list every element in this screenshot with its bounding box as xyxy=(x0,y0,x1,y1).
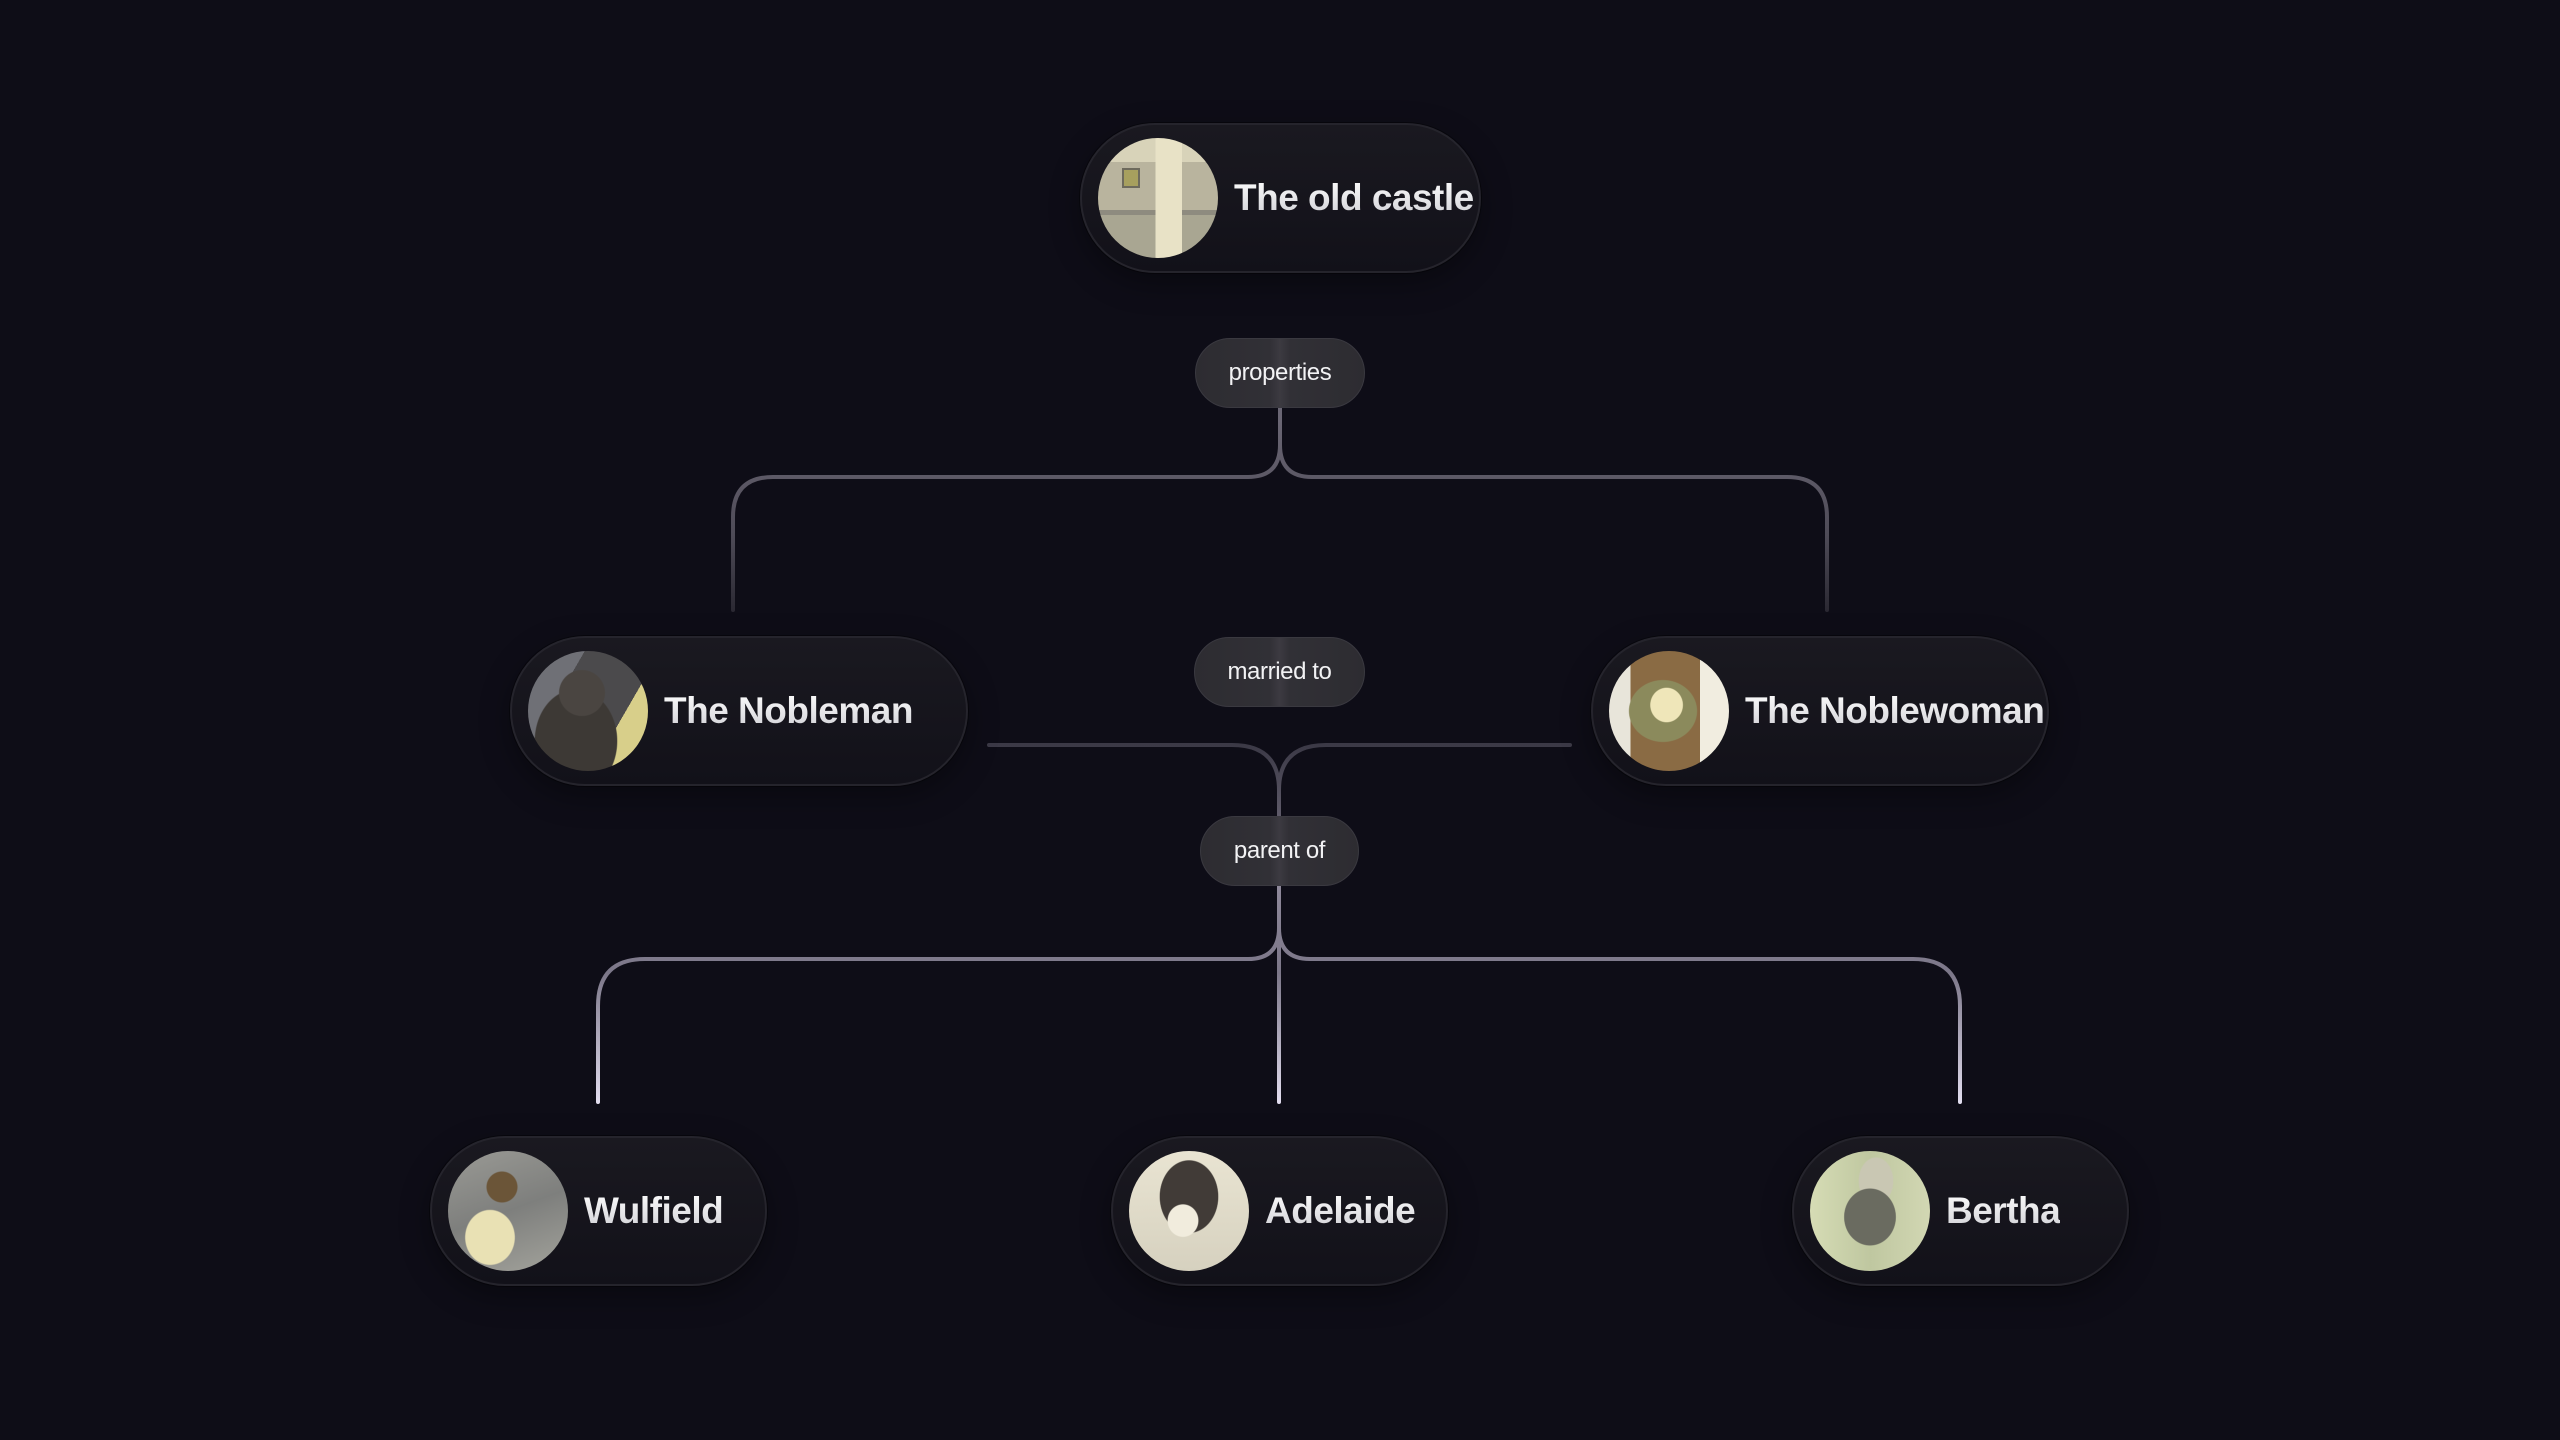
properties-branch-left xyxy=(731,406,1282,612)
properties-branch-right xyxy=(1278,406,1829,612)
node-label: Bertha xyxy=(1946,1190,2061,1231)
child-branch-left xyxy=(596,884,1281,1104)
node-noblewoman[interactable]: The Noblewoman xyxy=(1591,636,2049,786)
parent-join-left xyxy=(987,743,1281,818)
castle-avatar-image xyxy=(1098,138,1218,258)
node-label: Wulfield xyxy=(584,1190,724,1231)
node-adelaide[interactable]: Adelaide xyxy=(1111,1136,1448,1286)
edge-label-married-to[interactable]: married to xyxy=(1194,637,1365,707)
node-label: Adelaide xyxy=(1265,1190,1416,1231)
edge-label-parent-of[interactable]: parent of xyxy=(1200,816,1359,886)
adelaide-avatar-image xyxy=(1129,1151,1249,1271)
node-old-castle[interactable]: The old castle xyxy=(1080,123,1481,273)
child-branch-right xyxy=(1277,884,1962,1104)
nobleman-avatar-image xyxy=(528,651,648,771)
node-label: The old castle xyxy=(1234,177,1474,218)
edge-label-properties[interactable]: properties xyxy=(1195,338,1365,408)
bertha-avatar-image xyxy=(1810,1151,1930,1271)
node-label: The Nobleman xyxy=(664,690,913,731)
parent-join-right xyxy=(1277,743,1572,818)
node-nobleman[interactable]: The Nobleman xyxy=(510,636,968,786)
node-bertha[interactable]: Bertha xyxy=(1792,1136,2129,1286)
node-label: The Noblewoman xyxy=(1745,690,2045,731)
node-wulfield[interactable]: Wulfield xyxy=(430,1136,767,1286)
wulfield-avatar-image xyxy=(448,1151,568,1271)
noblewoman-avatar-image xyxy=(1609,651,1729,771)
